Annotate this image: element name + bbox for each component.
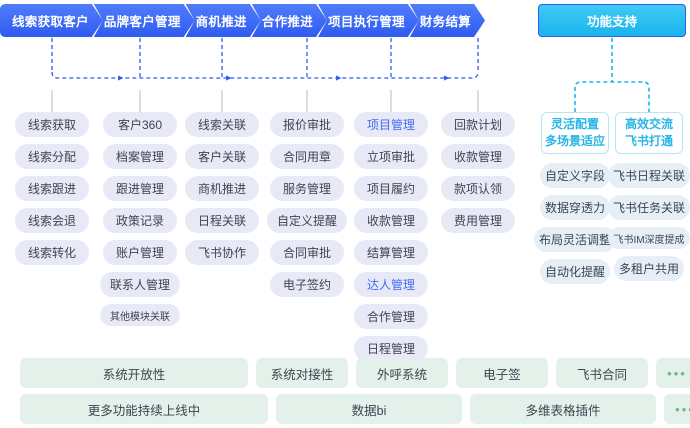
support-header-line-2: 飞书打通 <box>624 134 673 148</box>
feature-pill[interactable]: 飞书协作 <box>185 240 259 265</box>
stage-chevron[interactable]: 品牌客户管理 <box>94 4 195 37</box>
band-cell[interactable]: 外呼系统 <box>356 358 448 388</box>
band-more-button[interactable]: ••• <box>656 358 690 388</box>
feature-pill[interactable]: 服务管理 <box>270 176 344 201</box>
feature-pill[interactable]: 线索跟进 <box>15 176 89 201</box>
feature-pill[interactable]: 回款计划 <box>441 112 515 137</box>
feature-pill[interactable]: 合作管理 <box>354 304 428 329</box>
support-pill[interactable]: 多租户共用 <box>613 256 684 281</box>
support-header-line-2: 多场景适应 <box>544 134 605 148</box>
feature-pill[interactable]: 费用管理 <box>441 208 515 233</box>
stage-ribbon: 线索获取客户品牌客户管理商机推进合作推进项目执行管理财务结算 <box>0 4 476 37</box>
feature-pill[interactable]: 线索分配 <box>15 144 89 169</box>
feature-pill[interactable]: 立项审批 <box>354 144 428 169</box>
feature-pill[interactable]: 项目履约 <box>354 176 428 201</box>
feature-pill[interactable]: 其他模块关联 <box>100 304 180 326</box>
support-header-line-1: 高效交流 <box>624 117 673 131</box>
band-cell[interactable]: 数据bi <box>276 394 462 424</box>
feature-pill[interactable]: 客户360 <box>103 112 177 137</box>
band-cell[interactable]: 飞书合同 <box>556 358 648 388</box>
feature-pill[interactable]: 线索获取 <box>15 112 89 137</box>
feature-pill[interactable]: 收款管理 <box>354 208 428 233</box>
support-pill[interactable]: 自动化提醒 <box>539 259 610 284</box>
feature-pill[interactable]: 线索关联 <box>185 112 259 137</box>
feature-pill[interactable]: 联系人管理 <box>99 272 180 297</box>
support-button[interactable]: 功能支持 <box>538 4 686 37</box>
feature-pill[interactable]: 日程管理 <box>354 336 428 361</box>
feature-pill[interactable]: 合同审批 <box>270 240 344 265</box>
feature-pill[interactable]: 线索会退 <box>15 208 89 233</box>
support-column-header[interactable]: 灵活配置多场景适应 <box>541 112 609 154</box>
capability-band-row-1: 系统开放性系统对接性外呼系统电子签飞书合同 ••• <box>20 358 690 388</box>
stage-chevron[interactable]: 商机推进 <box>186 4 261 37</box>
support-header-line-1: 灵活配置 <box>550 117 599 131</box>
feature-pill[interactable]: 跟进管理 <box>103 176 177 201</box>
band-cell[interactable]: 系统对接性 <box>256 358 348 388</box>
feature-pill[interactable]: 电子签约 <box>270 272 344 297</box>
feature-column: 线索关联客户关联商机推进日程关联飞书协作 <box>177 112 267 272</box>
band-cell[interactable]: 多维表格插件 <box>470 394 656 424</box>
support-column-header[interactable]: 高效交流飞书打通 <box>615 112 683 154</box>
support-column: 高效交流飞书打通飞书日程关联飞书任务关联飞书IM深度提成多租户共用 <box>608 112 690 288</box>
support-pill[interactable]: 飞书任务关联 <box>608 195 690 220</box>
feature-column: 线索获取线索分配线索跟进线索会退线索转化 <box>7 112 97 272</box>
feature-pill[interactable]: 客户关联 <box>185 144 259 169</box>
feature-pill[interactable]: 结算管理 <box>354 240 428 265</box>
feature-pill[interactable]: 报价审批 <box>270 112 344 137</box>
band-cell[interactable]: 系统开放性 <box>20 358 248 388</box>
feature-column: 项目管理立项审批项目履约收款管理结算管理达人管理合作管理日程管理 <box>346 112 436 368</box>
stage-chevron[interactable]: 财务结算 <box>410 4 485 37</box>
feature-column: 报价审批合同用章服务管理自定义提醒合同审批电子签约 <box>262 112 352 304</box>
feature-pill[interactable]: 项目管理 <box>354 112 428 137</box>
stage-chevron[interactable]: 项目执行管理 <box>318 4 419 37</box>
feature-pill[interactable]: 自定义提醒 <box>266 208 347 233</box>
feature-column: 回款计划收款管理款项认领费用管理 <box>433 112 523 240</box>
stage-chevron[interactable]: 线索获取客户 <box>0 4 103 37</box>
feature-pill[interactable]: 收款管理 <box>441 144 515 169</box>
band-cell[interactable]: 电子签 <box>456 358 548 388</box>
feature-pill[interactable]: 账户管理 <box>103 240 177 265</box>
feature-pill[interactable]: 线索转化 <box>15 240 89 265</box>
stage-chevron[interactable]: 合作推进 <box>252 4 327 37</box>
support-pill[interactable]: 飞书日程关联 <box>608 163 690 188</box>
band-more-button[interactable]: ••• <box>664 394 690 424</box>
feature-pill[interactable]: 款项认领 <box>441 176 515 201</box>
support-pill[interactable]: 布局灵活调整 <box>534 227 617 252</box>
feature-pill[interactable]: 档案管理 <box>103 144 177 169</box>
feature-pill[interactable]: 达人管理 <box>354 272 428 297</box>
feature-pill[interactable]: 商机推进 <box>185 176 259 201</box>
support-pill[interactable]: 数据穿透力 <box>539 195 610 220</box>
feature-pill[interactable]: 合同用章 <box>270 144 344 169</box>
band-cell[interactable]: 更多功能持续上线中 <box>20 394 268 424</box>
feature-column: 客户360 档案管理跟进管理政策记录账户管理联系人管理其他模块关联 <box>95 112 185 333</box>
feature-pill[interactable]: 政策记录 <box>103 208 177 233</box>
feature-pill[interactable]: 日程关联 <box>185 208 259 233</box>
support-pill[interactable]: 自定义字段 <box>539 163 610 188</box>
support-column: 灵活配置多场景适应自定义字段数据穿透力布局灵活调整自动化提醒 <box>534 112 617 291</box>
support-pill[interactable]: 飞书IM深度提成 <box>608 227 690 249</box>
